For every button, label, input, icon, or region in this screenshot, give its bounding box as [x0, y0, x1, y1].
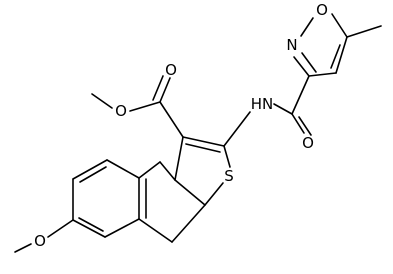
- bond: [308, 72, 337, 77]
- bond: [204, 182, 224, 206]
- bond: [182, 136, 225, 147]
- bond: [159, 77, 171, 103]
- amide-nitrogen-label: HN: [251, 95, 274, 113]
- bond: [174, 179, 206, 206]
- bond: [300, 17, 314, 37]
- atom-labels: O O HN O N O S O: [34, 1, 328, 250]
- carbonyl-oxygen-label: O: [165, 61, 177, 79]
- bond: [72, 159, 108, 180]
- bond: [104, 218, 140, 238]
- bond: [72, 219, 106, 238]
- bond: [293, 56, 310, 77]
- bond: [79, 166, 107, 183]
- thiophene-sulfur-label: S: [224, 167, 234, 185]
- isoxazole-nitrogen-label: N: [286, 36, 297, 54]
- amide-oxygen-label: O: [302, 134, 314, 152]
- methoxy-oxygen-label: O: [34, 232, 46, 250]
- bond: [223, 111, 251, 147]
- bond: [14, 243, 32, 253]
- bond: [330, 44, 341, 69]
- bond: [291, 75, 310, 115]
- bond: [47, 219, 74, 238]
- ester-oxygen-label: O: [115, 102, 127, 120]
- bond: [91, 93, 113, 109]
- bond: [174, 136, 184, 181]
- bond: [185, 143, 221, 153]
- bond: [273, 103, 293, 115]
- bond: [106, 159, 140, 179]
- bond: [129, 101, 161, 112]
- bond: [78, 217, 104, 232]
- bond: [346, 25, 382, 38]
- bond: [331, 13, 348, 38]
- bond: [223, 145, 231, 168]
- bond: [159, 161, 176, 181]
- bond: [138, 218, 173, 243]
- bond: [138, 161, 161, 179]
- bond: [152, 75, 164, 101]
- bond: [335, 36, 348, 74]
- bond: [291, 113, 305, 134]
- bond: [298, 116, 312, 136]
- bond-lines: [14, 13, 382, 253]
- isoxazole-oxygen-label: O: [316, 1, 328, 19]
- bond: [301, 52, 317, 73]
- bond: [159, 101, 184, 138]
- bond: [171, 204, 206, 243]
